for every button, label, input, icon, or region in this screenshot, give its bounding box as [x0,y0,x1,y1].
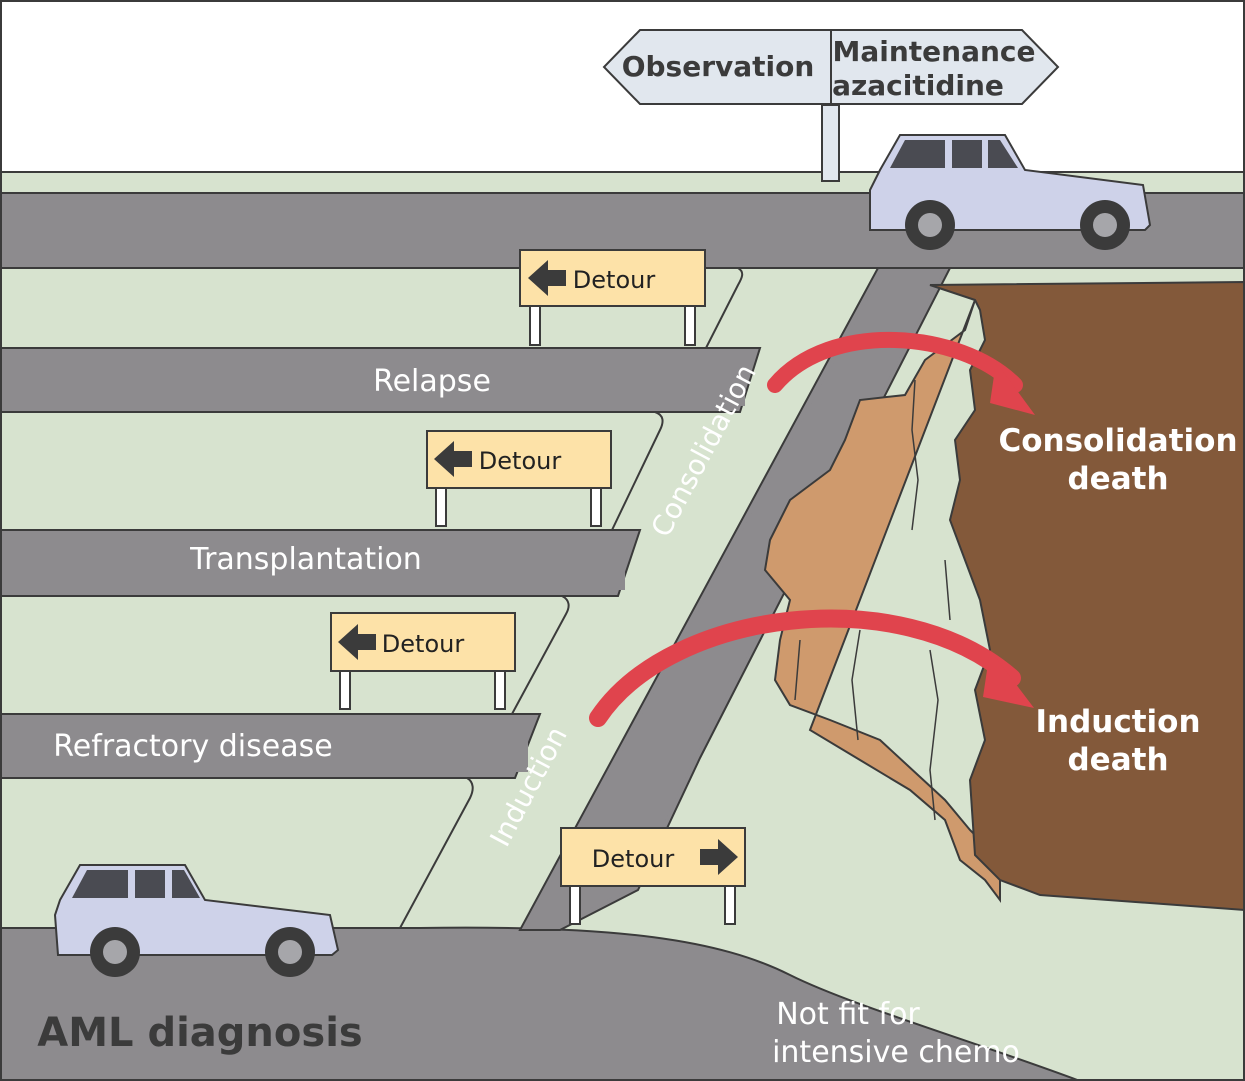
left-arrow-icon [434,441,472,477]
induction-arrow [589,609,1021,727]
left-arrow-icon [338,624,376,660]
detour-sign-2 [426,430,612,527]
right-arrow-icon [700,839,738,875]
signpost-icon [602,29,1060,182]
induction-death-line2: death [1067,742,1168,778]
relapse-label: Relapse [373,364,491,399]
curved-arrow-icon [589,332,1035,727]
signpost-left-label: Observation [622,50,815,83]
consolidation-death-line1: Consolidation [998,423,1237,459]
signpost-right-line1: Maintenance [832,35,1035,68]
not-fit-line1: Not fit for [776,997,920,1032]
grass-islands [0,267,744,929]
left-arrow-icon [528,260,566,296]
refractory-label: Refractory disease [53,729,332,764]
induction-death-line1: Induction [1035,704,1200,740]
detour-label-3: Detour [382,630,465,658]
detour-label-1: Detour [573,266,656,294]
detour-sign-4 [560,827,746,925]
signpost-right-line2: azacitidine [832,69,1004,102]
car-icon [53,864,340,977]
cliff-cracks [794,379,951,821]
detour-sign-3 [330,612,516,710]
detour-label-2: Detour [479,447,562,475]
transplantation-label: Transplantation [189,542,422,577]
cliff-icon [763,280,1245,912]
consolidation-death-line2: death [1067,461,1168,497]
not-fit-line2: intensive chemo [772,1035,1020,1070]
car-icon [869,134,1152,250]
aml-diagnosis-label: AML diagnosis [37,1010,362,1056]
detour-sign-1 [519,249,706,346]
cliff-top [929,280,1245,912]
signpost-pole [821,104,840,182]
detour-label-4: Detour [592,845,675,873]
consolidation-arrow [767,332,1023,393]
